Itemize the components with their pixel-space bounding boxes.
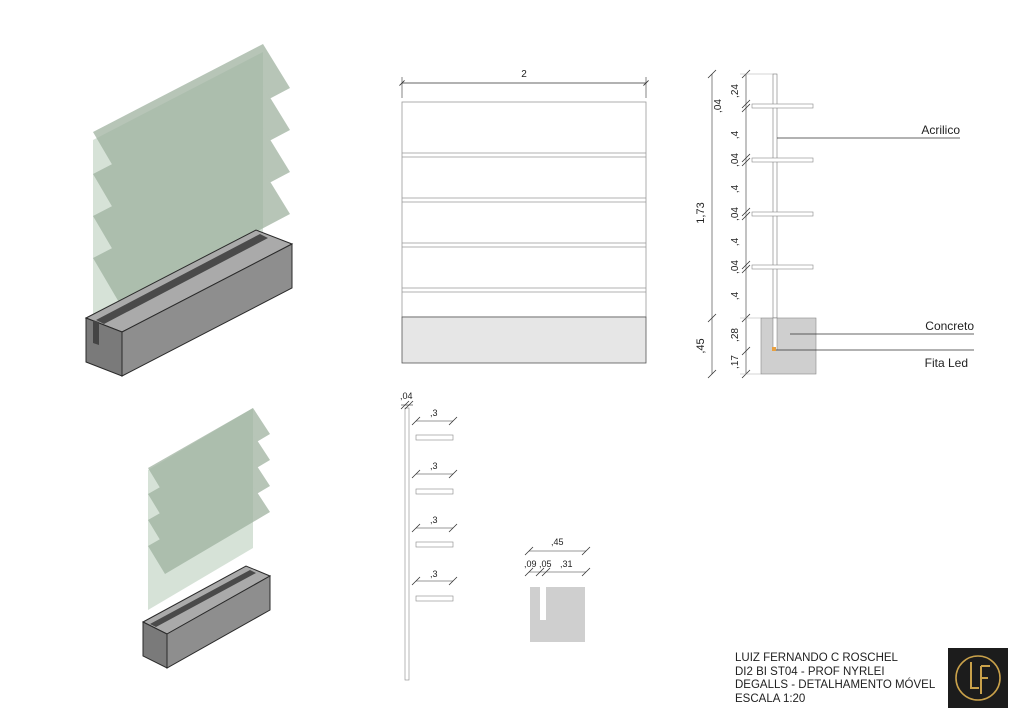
shelf-dim-2: ,3 [430, 461, 438, 471]
acrylic-shelves [93, 44, 290, 304]
section-dim-4: ,04 [730, 153, 741, 167]
side-section: ,24 ,04 ,4 ,04 ,4 ,04 ,4 ,04 ,4 ,28 ,17 … [695, 69, 974, 379]
section-dim-8: ,04 [730, 260, 741, 274]
plan-detail: ,04 ,3 ,3 ,3 ,3 [400, 391, 458, 681]
label-acrylic: Acrilico [921, 123, 960, 137]
concrete-base [84, 229, 294, 377]
base-concrete-profile [530, 587, 585, 642]
title-author: LUIZ FERNANDO C ROSCHEL [735, 652, 898, 664]
section-dim-5: ,4 [730, 184, 741, 193]
section-shelves [751, 103, 814, 270]
concrete-base-small [141, 565, 272, 669]
section-dim-10: ,28 [730, 328, 741, 342]
base-part-dim-1: ,09 [524, 559, 537, 569]
section-total-upper: 1,73 [695, 202, 707, 223]
base-part-dim-2: ,05 [539, 559, 552, 569]
plan-shelf-4: ,3 [411, 569, 458, 602]
lf-logo [948, 648, 1008, 708]
acrylic-shelves-small [148, 408, 270, 574]
title-course: DI2 BI ST04 - PROF NYRLEI [735, 665, 885, 678]
base-total-dim: ,45 [551, 537, 564, 547]
title-block: LUIZ FERNANDO C ROSCHEL DI2 BI ST04 - PR… [735, 652, 945, 706]
plan-panel [404, 407, 410, 681]
section-dim-9: ,4 [730, 291, 741, 300]
label-led: Fita Led [925, 356, 968, 370]
concrete-section [760, 317, 817, 375]
slot-section [772, 317, 778, 351]
isometric-view-small [141, 408, 272, 669]
concrete-base-elevation [401, 316, 647, 364]
section-dim-2: ,04 [713, 99, 724, 113]
section-dim-6: ,04 [730, 207, 741, 221]
shelf-dim-1: ,3 [430, 408, 438, 418]
base-section-detail: ,45 ,09 ,05 ,31 [524, 537, 591, 642]
plan-shelf-1: ,3 [411, 408, 458, 441]
front-elevation: 2 [399, 69, 649, 364]
isometric-view-large [84, 44, 294, 377]
shelf-dim-4: ,3 [430, 569, 438, 579]
acrylic-section [772, 73, 778, 319]
section-total-base: ,45 [695, 338, 707, 353]
plan-shelf-2: ,3 [411, 461, 458, 495]
shelf-dim-3: ,3 [430, 515, 438, 525]
led-strip [772, 347, 776, 351]
plan-thickness-dim: ,04 [400, 391, 413, 401]
title-scale: ESCALA 1:20 [735, 692, 806, 705]
section-dim-1: ,24 [730, 84, 741, 98]
section-dim-7: ,4 [730, 237, 741, 246]
label-concrete: Concreto [925, 319, 974, 333]
elevation-width-dim: 2 [521, 69, 527, 80]
title-project: DEGALLS - DETALHAMENTO MÓVEL [735, 679, 936, 691]
section-dim-11: ,17 [730, 355, 741, 369]
section-dim-3: ,4 [730, 130, 741, 139]
plan-shelf-3: ,3 [411, 515, 458, 548]
base-part-dim-3: ,31 [560, 559, 573, 569]
acrylic-panel-outline [401, 101, 647, 318]
elevation-shelves [402, 152, 646, 293]
